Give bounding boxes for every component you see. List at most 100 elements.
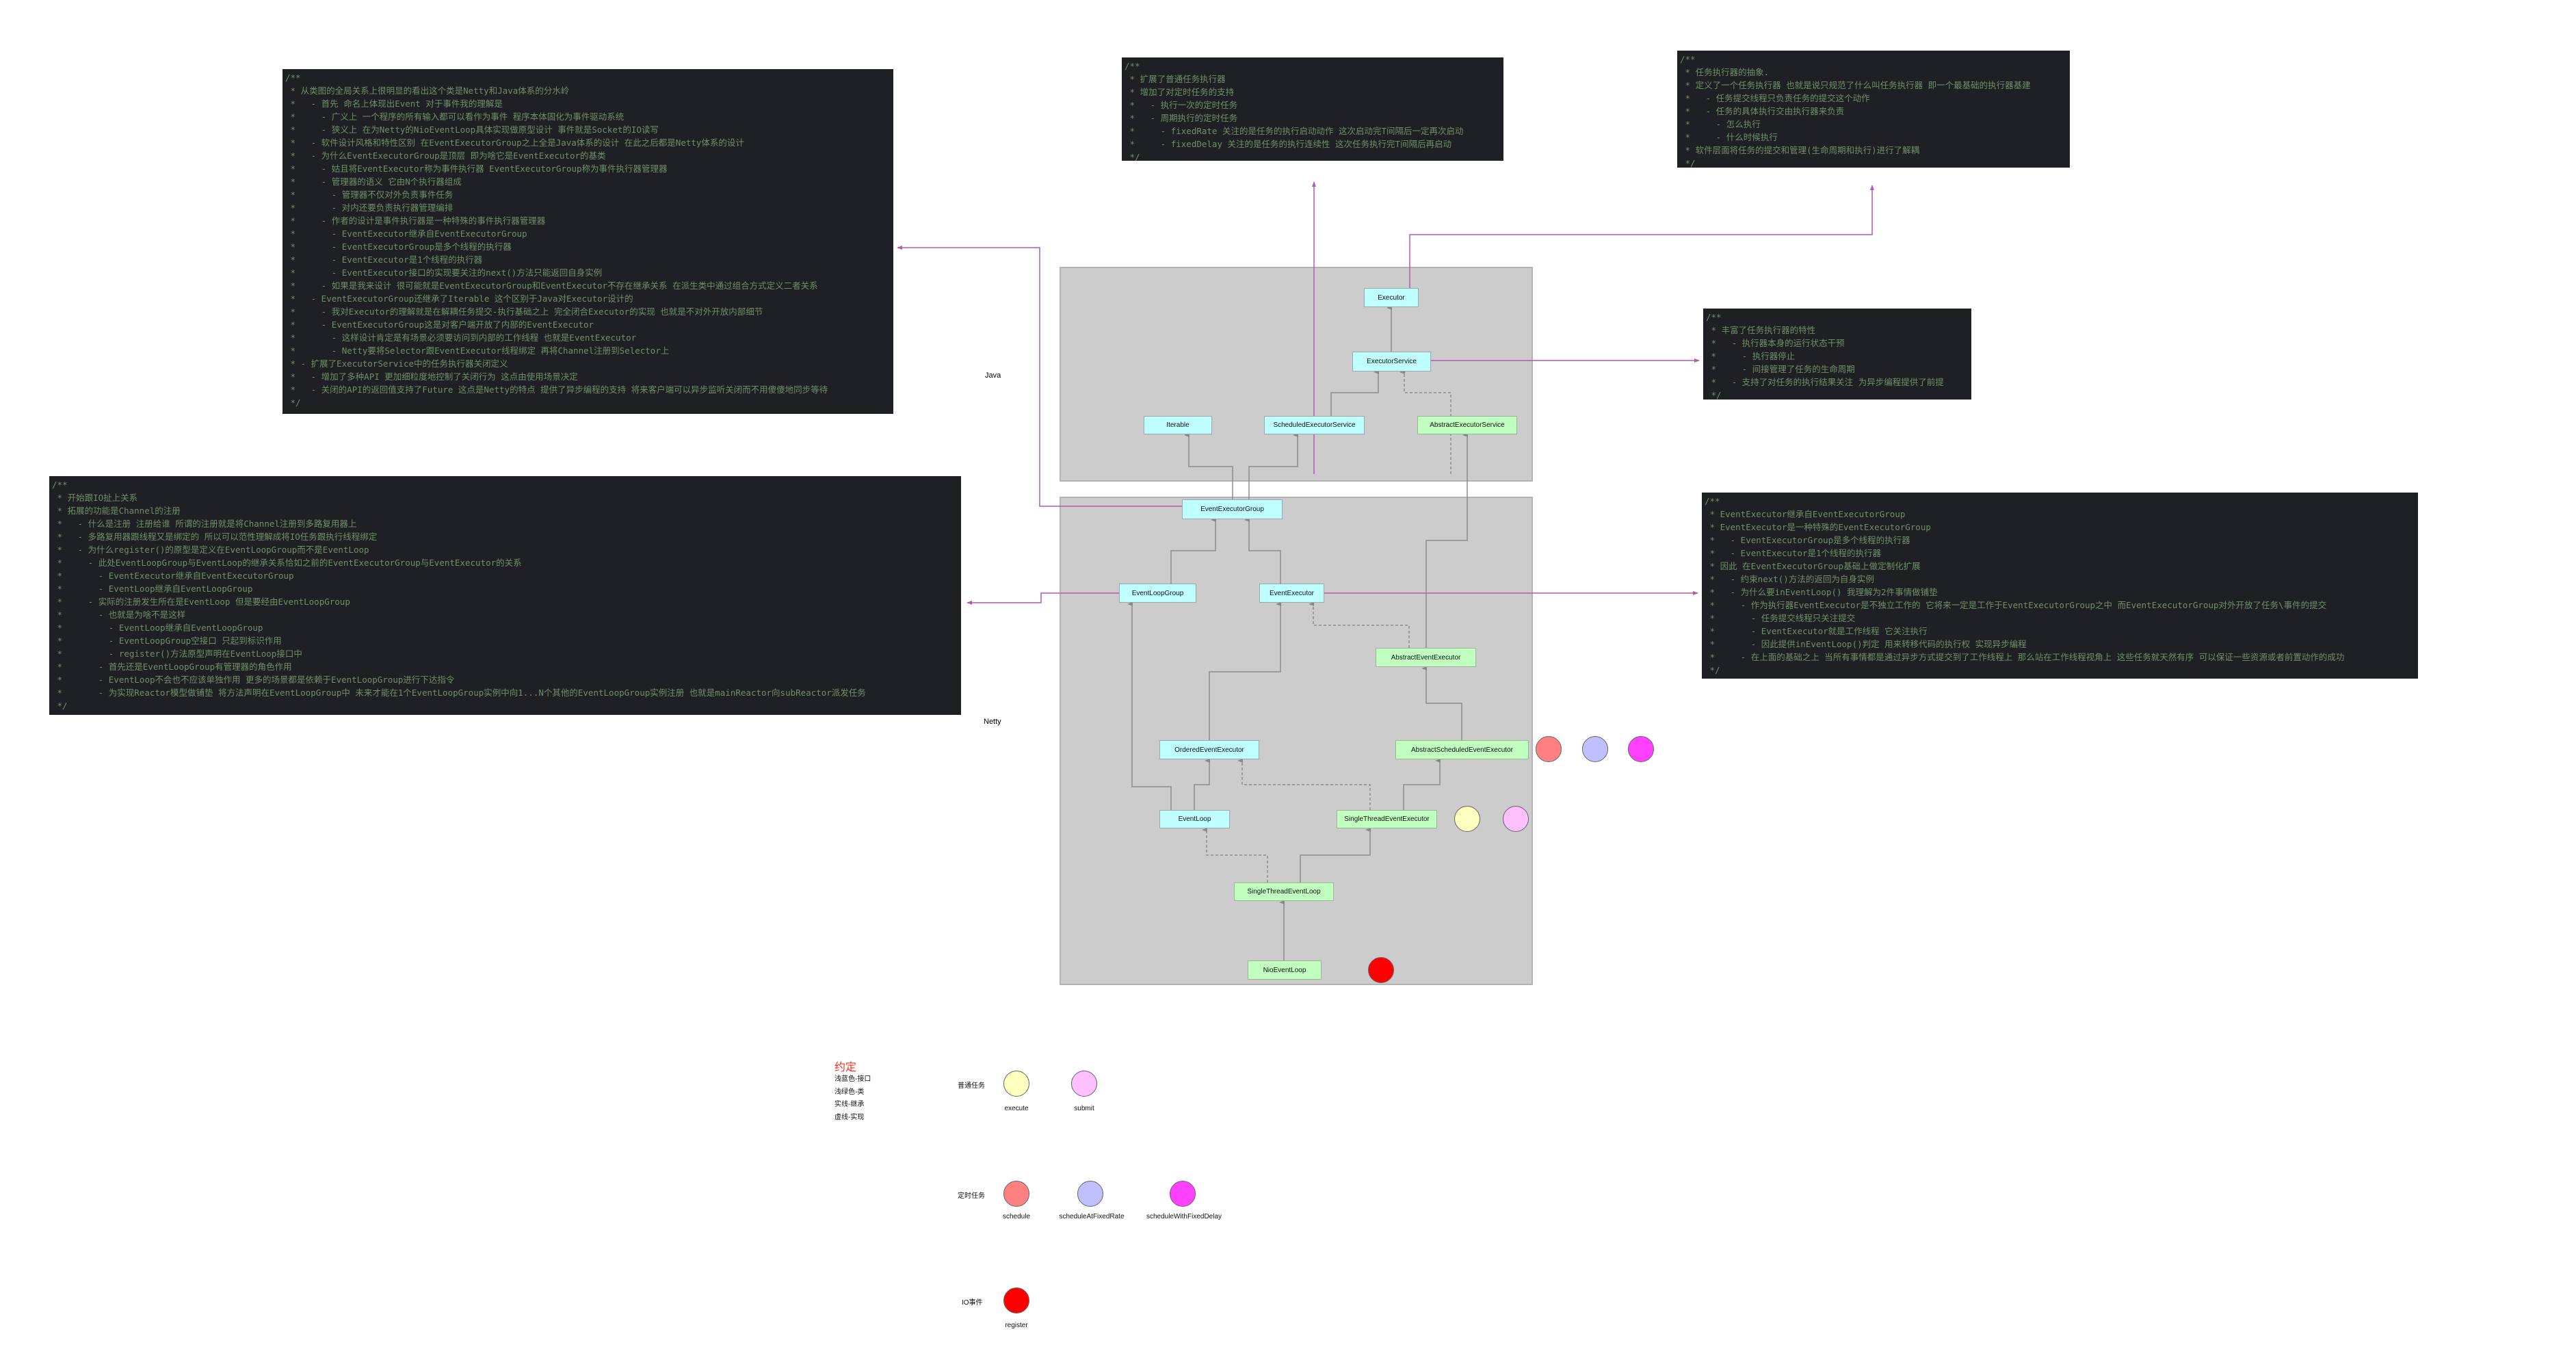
note-scheduled-executor-service: /** * 扩展了普通任务执行器 * 增加了对定时任务的支持 * - 执行一次的…	[1122, 57, 1503, 161]
submit-marker-icon	[1503, 806, 1529, 832]
note-line: * 拓展的功能是Channel的注册	[52, 506, 181, 516]
execute-legend-icon	[1003, 1071, 1029, 1097]
note-line: * - 增加了多种API 更加细粒度地控制了关闭行为 这点由使用场景决定	[285, 371, 578, 382]
submit-legend-icon	[1071, 1071, 1097, 1097]
node-nio-event-loop[interactable]: NioEventLoop	[1248, 960, 1322, 980]
legend-execute-label: execute	[1004, 1105, 1029, 1112]
execute-marker-icon	[1454, 806, 1480, 832]
note-executor-service: /** * 丰富了任务执行器的特性 * - 执行器本身的运行状态干预 * - 执…	[1703, 309, 1971, 400]
note-line: * - 什么是注册 注册给谁 所谓的注册就是将Channel注册到多路复用器上	[52, 519, 357, 529]
note-line: * - 什么时候执行	[1680, 132, 1778, 142]
legend-submit-label: submit	[1074, 1105, 1094, 1112]
note-line: * - 对内还要负责执行器管理编排	[285, 202, 454, 213]
node-iterable[interactable]: Iterable	[1144, 416, 1212, 434]
note-line: /**	[1680, 54, 1696, 64]
schedule-legend-icon	[1003, 1181, 1029, 1207]
note-line: * - 如果是我来设计 很可能就是EventExecutorGroup和Even…	[285, 280, 818, 291]
note-executor: /** * 任务执行器的抽象. * 定义了一个任务执行器 也就是说只规范了什么叫…	[1677, 51, 2070, 168]
note-line: * - 广义上 一个程序的所有输入都可以看作为事件 程序本体固化为事件驱动系统	[285, 112, 625, 122]
note-line: * - 这样设计肯定是有场景必须要访问到内部的工作线程 也就是EventExec…	[285, 332, 637, 343]
note-line: * EventExecutor继承自EventExecutorGroup	[1705, 509, 1906, 519]
note-event-executor: /** * EventExecutor继承自EventExecutorGroup…	[1702, 493, 2418, 679]
legend-item: 浅蓝色-接口	[834, 1075, 871, 1083]
note-line: * - 实际的注册发生所在是EventLoop 但是要经由EventLoopGr…	[52, 597, 350, 607]
node-abstract-event-executor[interactable]: AbstractEventExecutor	[1376, 648, 1476, 667]
note-line: */	[285, 397, 301, 408]
legend-schedule-with-fixed-delay-label: scheduleWithFixedDelay	[1146, 1213, 1222, 1220]
note-line: * - 也就是为啥不是这样	[52, 610, 186, 620]
note-line: * 开始跟IO扯上关系	[52, 493, 138, 503]
note-line: * - EventExecutor就是工作线程 它关注执行	[1705, 626, 1928, 636]
note-line: * - fixedRate 关注的是任务的执行启动动作 这次启动完T间隔后一定再…	[1125, 126, 1464, 136]
note-line: * - register()方法原型声明在EventLoop接口中	[52, 649, 302, 659]
note-line: * - 姑且将EventExecutor称为事件执行器 EventExecuto…	[285, 164, 668, 174]
note-line: * - EventExecutor接口的实现要关注的next()方法只能返回自身…	[285, 267, 603, 278]
note-line: * 增加了对定时任务的支持	[1125, 87, 1235, 97]
legend-normal-task-label: 普通任务	[958, 1082, 985, 1090]
node-abstract-scheduled-event-executor[interactable]: AbstractScheduledEventExecutor	[1395, 740, 1529, 759]
note-line: * - 任务的具体执行交由执行器来负责	[1680, 106, 1845, 116]
note-line: /**	[1706, 312, 1722, 322]
note-event-loop-group: /** * 开始跟IO扯上关系 * 拓展的功能是Channel的注册 * - 什…	[49, 476, 961, 715]
note-line: * - EventExecutorGroup还继承了Iterable 这个区别于…	[285, 293, 633, 304]
note-line: * - 我对Executor的理解就是在解耦任务提交-执行基础之上 完全闭合Ex…	[285, 306, 763, 317]
note-line: /**	[1705, 496, 1720, 506]
node-executor-service[interactable]: ExecutorService	[1352, 352, 1431, 371]
node-single-thread-event-executor[interactable]: SingleThreadEventExecutor	[1337, 810, 1437, 828]
note-line: * - 此处EventLoopGroup与EventLoop的继承关系恰如之前的…	[52, 558, 522, 568]
note-line: * - 首先还是EventLoopGroup有管理器的角色作用	[52, 662, 292, 672]
legend-schedule-at-fixed-rate-label: scheduleAtFixedRate	[1059, 1213, 1125, 1220]
legend-item: 虚线-实现	[834, 1114, 865, 1121]
note-line: * - 怎么执行	[1680, 119, 1761, 129]
note-line: * EventExecutor是一种特殊的EventExecutorGroup	[1705, 522, 1931, 532]
note-line: * - 为什么register()的原型是定义在EventLoopGroup而不…	[52, 545, 369, 555]
note-line: * - fixedDelay 关注的是任务的执行连续性 这次任务执行完T间隔后再…	[1125, 139, 1452, 149]
note-line: * - 任务提交线程只关注提交	[1705, 613, 1856, 623]
note-line: * - 多路复用器跟线程又是绑定的 所以可以范性理解成将IO任务跟执行线程绑定	[52, 532, 378, 542]
note-line: * - Netty要将Selector跟EventExecutor线程绑定 再将…	[285, 345, 670, 356]
node-executor[interactable]: Executor	[1364, 288, 1419, 307]
legend-io-event-label: IO事件	[962, 1299, 983, 1307]
note-line: * - 为什么EventExecutorGroup是顶层 即为啥它是EventE…	[285, 151, 606, 161]
note-line: * - EventExecutor继承自EventExecutorGroup	[285, 228, 527, 239]
note-line: * - EventLoop继承自EventLoopGroup	[52, 584, 253, 594]
legend-register-label: register	[1005, 1322, 1028, 1329]
note-line: * 因此 在EventExecutorGroup基础上做定制化扩展	[1705, 561, 1921, 571]
note-line: /**	[1125, 61, 1140, 71]
node-ordered-event-executor[interactable]: OrderedEventExecutor	[1159, 740, 1259, 759]
legend-title: 约定	[834, 1062, 857, 1073]
note-line: * - 在上面的基础之上 当所有事情都是通过异步方式提交到了工作线程上 那么站在…	[1705, 652, 2345, 662]
node-event-loop-group[interactable]: EventLoopGroup	[1119, 584, 1196, 603]
legend-item: 浅绿色-类	[834, 1088, 865, 1096]
node-single-thread-event-loop[interactable]: SingleThreadEventLoop	[1234, 882, 1334, 901]
note-line: */	[1706, 390, 1722, 400]
note-line: * 扩展了普通任务执行器	[1125, 74, 1226, 84]
note-line: * - 为实现Reactor模型做铺垫 将方法声明在EventLoopGroup…	[52, 688, 866, 698]
package-java	[1060, 267, 1533, 482]
note-line: * - 间接管理了任务的生命周期	[1706, 364, 1855, 374]
note-line: * - 约束next()方法的返回为自身实例	[1705, 574, 1874, 584]
note-line: * - 执行器停止	[1706, 351, 1796, 361]
note-line: */	[52, 701, 68, 711]
package-java-label: Java	[985, 371, 1001, 380]
node-event-executor[interactable]: EventExecutor	[1259, 584, 1324, 603]
note-line: * - EventLoop不会也不应该单独作用 更多的场景都是依赖于EventL…	[52, 675, 455, 685]
node-scheduled-executor-service[interactable]: ScheduledExecutorService	[1264, 416, 1365, 434]
note-line: * - EventExecutorGroup是多个线程的执行器	[285, 241, 512, 252]
note-line: * - EventLoop继承自EventLoopGroup	[52, 623, 263, 633]
node-event-executor-group[interactable]: EventExecutorGroup	[1182, 499, 1283, 519]
note-line: * - 执行器本身的运行状态干预	[1706, 338, 1845, 348]
note-line: * - 管理器不仅对外负责事件任务	[285, 189, 454, 200]
node-event-loop[interactable]: EventLoop	[1159, 810, 1230, 828]
node-abstract-executor-service[interactable]: AbstractExecutorService	[1417, 416, 1517, 434]
schedule-at-fixed-rate-marker-icon	[1582, 736, 1608, 762]
note-line: * 任务执行器的抽象.	[1680, 67, 1770, 77]
note-line: * - EventExecutorGroup这是对客户端开放了内部的EventE…	[285, 319, 594, 330]
note-line: * - EventExecutor是1个线程的执行器	[285, 254, 483, 265]
note-line: /**	[52, 480, 68, 490]
note-event-executor-group: /** * 从类图的全局关系上很明显的看出这个类是Netty和Java体系的分水…	[282, 69, 893, 414]
note-line: * - 关闭的API的返回值支持了Future 这点是Netty的特点 提供了异…	[285, 384, 828, 395]
note-line: */	[1680, 158, 1696, 168]
schedule-at-fixed-rate-legend-icon	[1077, 1181, 1103, 1207]
note-line: * 丰富了任务执行器的特性	[1706, 325, 1816, 335]
